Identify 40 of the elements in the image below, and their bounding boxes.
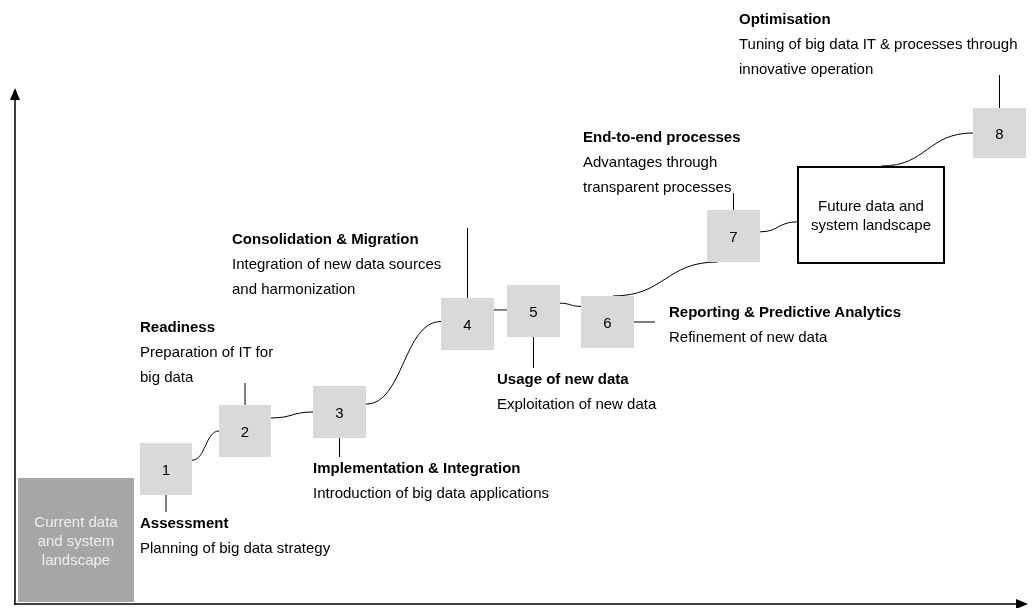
- step-description: Integration of new data sources and harmonization: [232, 254, 443, 299]
- connector-curve: [191, 430, 220, 461]
- step-description: Refinement of new data: [669, 327, 829, 347]
- step-number-box: 7: [707, 210, 760, 262]
- step-heading: Optimisation: [739, 9, 832, 29]
- leader-line: [165, 494, 167, 513]
- step-number-box: 5: [507, 285, 560, 337]
- landscape-box: Future data and system landscape: [797, 166, 945, 264]
- connector-curve: [493, 309, 508, 311]
- step-number-box: 1: [140, 443, 192, 495]
- step-heading: Consolidation & Migration: [232, 229, 420, 249]
- step-heading: Readiness: [140, 317, 217, 337]
- step-description: Introduction of big data applications: [313, 483, 550, 503]
- leader-line: [733, 192, 734, 211]
- connector-curve: [759, 221, 798, 233]
- step-description: Preparation of IT for big data: [140, 342, 275, 387]
- leader-line: [999, 74, 1000, 109]
- step-heading: Reporting & Predictive Analytics: [669, 302, 902, 322]
- step-number-box: 4: [441, 298, 494, 350]
- step-heading: End-to-end processes: [583, 127, 742, 147]
- leader-line: [633, 321, 656, 323]
- step-heading: Assessment: [140, 513, 230, 533]
- leader-line: [339, 437, 340, 458]
- step-number-box: 2: [219, 405, 271, 457]
- step-description: Tuning of big data IT & processes through innovative operation: [739, 34, 1019, 79]
- step-number-box: 6: [581, 296, 634, 348]
- leader-line: [533, 336, 534, 369]
- leader-line: [244, 382, 246, 406]
- landscape-box: Current data and system landscape: [18, 478, 134, 602]
- step-number-box: 3: [313, 386, 366, 438]
- step-heading: Implementation & Integration: [313, 458, 522, 478]
- connector-curve: [880, 132, 974, 167]
- step-description: Advantages through transparent processes: [583, 152, 733, 197]
- connector-curve: [270, 411, 314, 419]
- connector-curve: [559, 302, 582, 307]
- step-heading: Usage of new data: [497, 369, 630, 389]
- step-description: Planning of big data strategy: [140, 538, 332, 558]
- connector-curve: [365, 320, 442, 405]
- step-number-box: 8: [973, 108, 1026, 158]
- step-description: Exploitation of new data: [497, 394, 658, 414]
